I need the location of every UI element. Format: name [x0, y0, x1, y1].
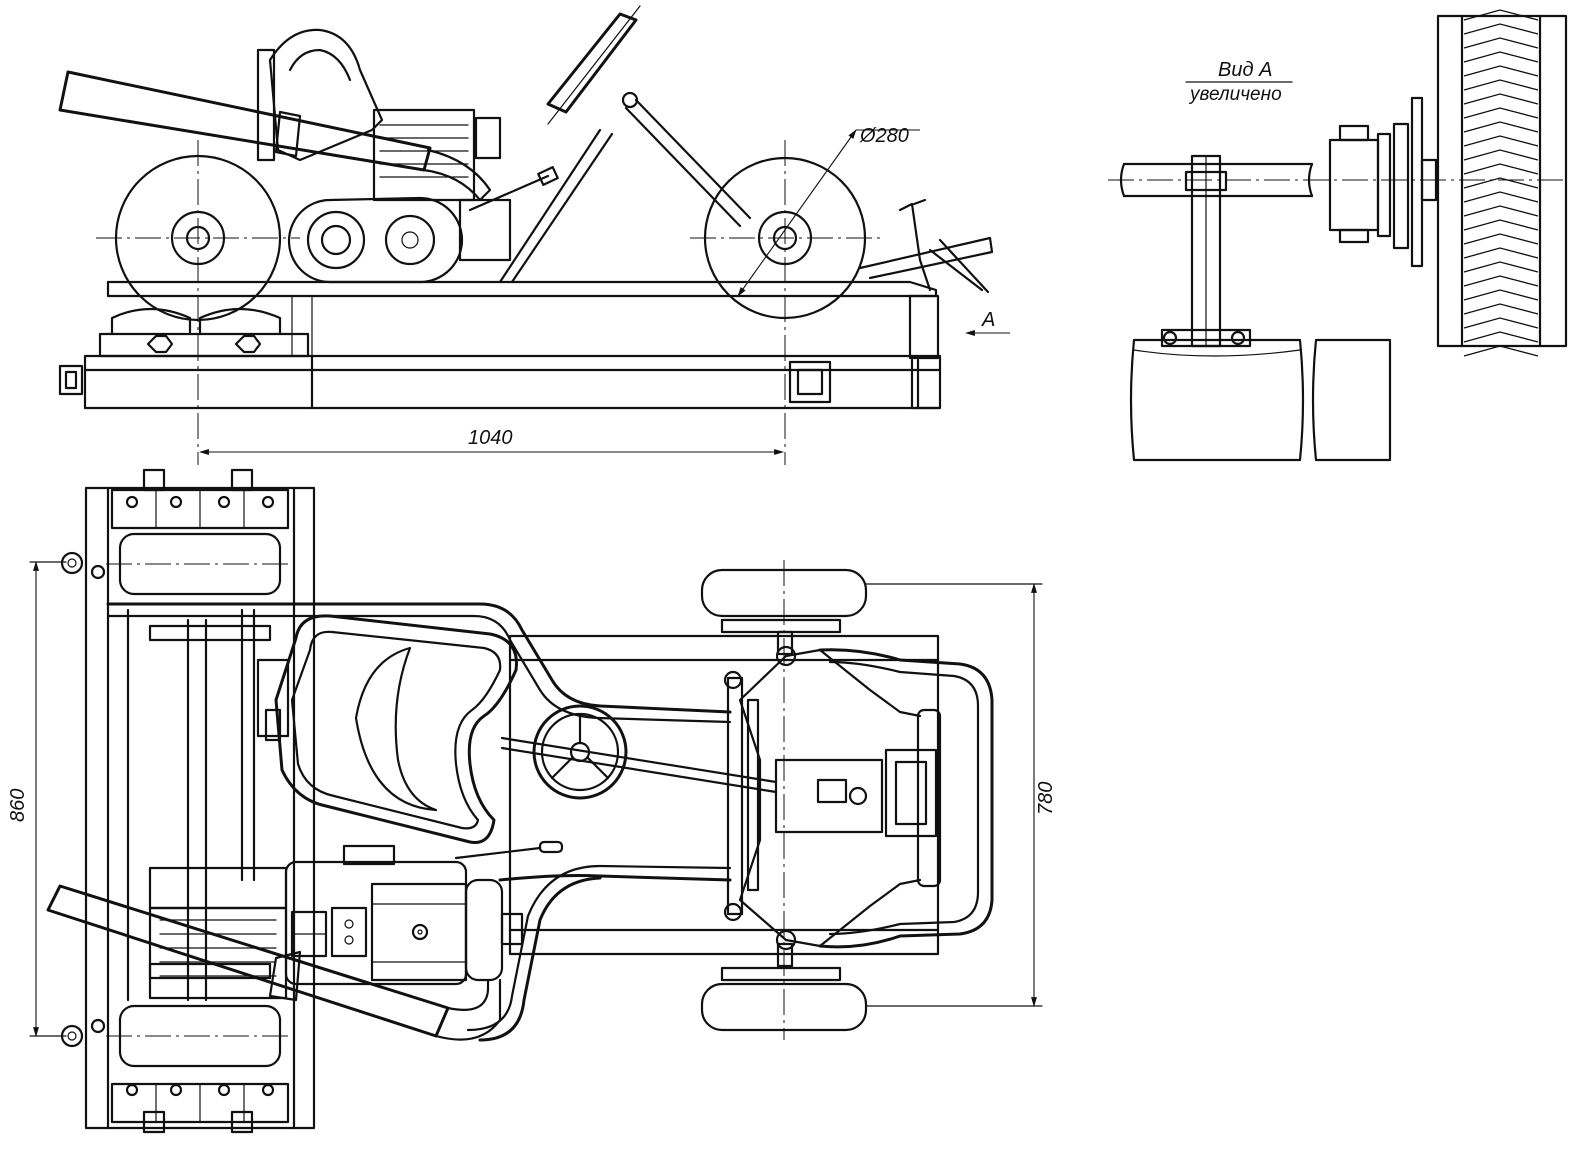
- view-a-detail: Вид А увеличено: [1108, 9, 1568, 462]
- steering-wheel-top: [532, 704, 628, 800]
- exhaust-muffler-top: [46, 884, 502, 1041]
- view-arrow-label: A: [981, 309, 995, 331]
- view-a-subtitle: увеличено: [1188, 84, 1282, 105]
- front-wheels-top: [700, 560, 868, 1040]
- exhaust-muffler-side: [58, 70, 492, 202]
- belt-drive-side: [287, 196, 464, 284]
- top-view: 860 780: [7, 468, 1057, 1134]
- kart-frame-side: [106, 98, 994, 298]
- kart-frame-top: [106, 602, 940, 1042]
- wheel-diameter-label: Ø280: [859, 125, 909, 147]
- stand-frame-top: [60, 468, 316, 1134]
- seat-side: [256, 28, 384, 162]
- track-width-dimension: [865, 583, 1043, 1007]
- steering-wheel-side: [546, 5, 641, 125]
- rear-wheel-side: [96, 140, 300, 465]
- front-steering-top: [500, 645, 994, 951]
- track-width-label: 780: [1035, 782, 1057, 815]
- front-wheel-side: [690, 129, 920, 465]
- seat-top: [256, 614, 518, 845]
- engine-top: [148, 840, 564, 1000]
- tyre-tread-hatching: [1463, 9, 1539, 357]
- view-a-title: Вид А: [1218, 59, 1272, 81]
- stand-width-label: 860: [7, 789, 29, 822]
- side-view: Ø280 A 1040: [58, 5, 1010, 465]
- stand-base: [58, 294, 942, 410]
- stand-width-dimension: [29, 561, 67, 1037]
- wheelbase-label: 1040: [468, 427, 513, 449]
